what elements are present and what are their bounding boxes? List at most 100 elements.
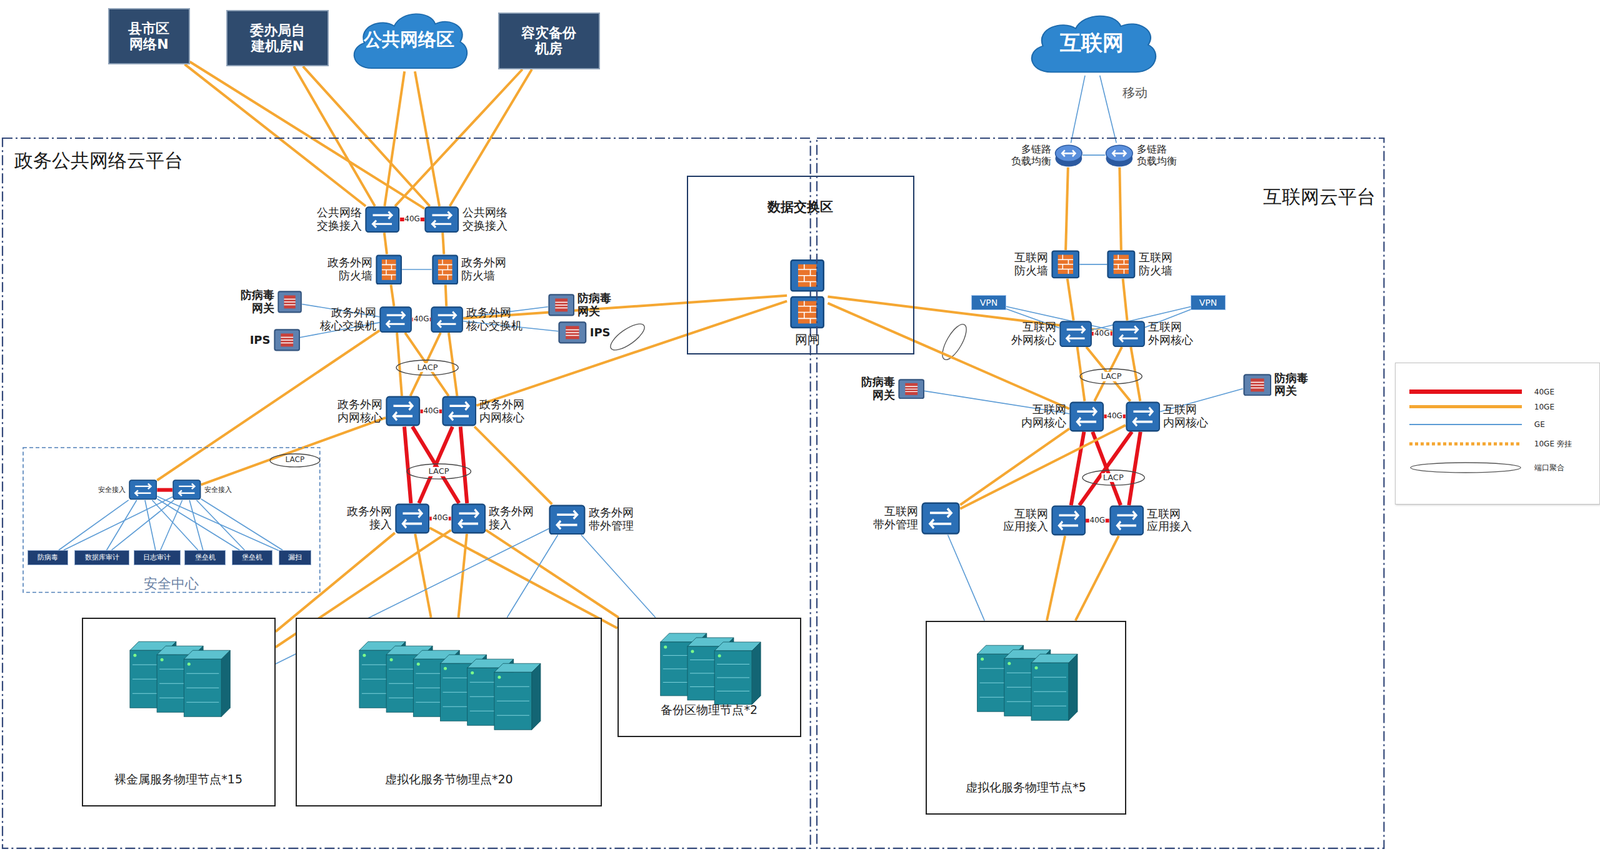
gw-icon-part [558, 321, 587, 344]
node-label: 政务外网 防火墙 [461, 256, 510, 282]
network-cloud: 公共网络区 [346, 8, 472, 72]
node-label: VPN [1199, 297, 1218, 308]
node-label: 防病毒 网关 [857, 375, 895, 402]
fw-icon [1106, 250, 1136, 279]
connector [190, 61, 425, 209]
aggregation-ellipse-line [270, 453, 320, 467]
carrier-label: 移动 [1122, 85, 1148, 100]
security-tool-box: 堡垒机 [184, 550, 225, 565]
node-label: 互联网 防火墙 [1138, 251, 1177, 277]
node-label: 政务外网 接入 [343, 505, 392, 532]
connector [189, 500, 204, 550]
connector [303, 66, 430, 207]
node-label: 互联网 外网核心 [1007, 320, 1057, 347]
node-label: 政务外网 接入 [488, 505, 538, 532]
connector [463, 295, 787, 319]
switch-node: 互联网 外网核心 [1112, 320, 1145, 347]
connector [58, 500, 129, 550]
gw-icon-part [1243, 373, 1272, 397]
server-led [663, 645, 667, 649]
sw-icon-part [458, 509, 479, 528]
sw-icon-part [128, 479, 158, 500]
switch-node: 互联网 外网核心 [1059, 320, 1092, 347]
sw-icon-part [922, 503, 960, 534]
port-aggregation-ellipse [938, 320, 972, 363]
gw-icon-part [278, 291, 302, 313]
connector [111, 500, 174, 550]
aggregation-label: LACP [426, 466, 450, 476]
sw-icon-part [1066, 325, 1085, 342]
sw-icon-part [172, 479, 202, 500]
sw-icon-part [366, 206, 400, 232]
sw-icon-part [395, 503, 430, 534]
zone-title: 安全中心 [22, 575, 321, 592]
connector [827, 303, 1070, 409]
sw-icon [1051, 505, 1087, 536]
connector [160, 500, 183, 550]
node-label: 政务外网 核心交换机 [466, 306, 527, 332]
sw-icon-part [178, 483, 195, 497]
connector [1128, 431, 1140, 506]
connector [1006, 306, 1113, 330]
sw-icon-part [1051, 505, 1087, 536]
server-led [690, 649, 694, 653]
server-led [717, 653, 721, 657]
sw-icon [1112, 320, 1145, 347]
sw-icon-part [438, 311, 457, 327]
connector [429, 527, 617, 629]
legend-text: GE [1534, 420, 1545, 429]
switch-node: 安全接入 [172, 479, 202, 500]
switch-node: 政务外网 核心交换机 [430, 306, 464, 333]
sw-icon [451, 503, 487, 534]
security-tool-box: 堡垒机 [231, 550, 273, 565]
fw-icon [1051, 250, 1080, 279]
sw-icon-part [385, 395, 421, 427]
connector [581, 534, 656, 617]
sw-icon-part [135, 483, 151, 497]
server-led [980, 656, 984, 660]
server-led [416, 661, 420, 665]
gw-icon [558, 321, 587, 344]
zha-icon-part [791, 260, 824, 292]
sw-icon-part [402, 509, 422, 528]
node-label: 多链路 负载均衡 [1007, 143, 1052, 167]
firewall-node: 互联网 防火墙 [1051, 250, 1080, 279]
platform-region: 互联网云平台多链路 负载均衡多链路 负载均衡互联网 防火墙互联网 防火墙VPNV… [816, 137, 1385, 849]
server-slot [1033, 705, 1067, 706]
node-label: 防病毒 [37, 553, 59, 562]
sw-icon [1125, 401, 1161, 432]
fw-icon [375, 254, 402, 285]
zha-icon-part [791, 296, 824, 328]
connector [960, 425, 1126, 509]
aggregation-ellipse-line [406, 463, 471, 479]
rt-icon-part [1112, 150, 1126, 157]
connector [947, 534, 985, 620]
zha-icon-part [786, 258, 828, 330]
sw-icon-part [173, 480, 200, 499]
security-tool-box: 防病毒 [27, 550, 69, 565]
fw-icon-part [1057, 255, 1073, 274]
sw-icon-part [1069, 401, 1105, 432]
gw-icon-part [559, 322, 587, 344]
server-led [363, 653, 367, 657]
server-slot [1033, 690, 1067, 692]
sw-icon-part [431, 306, 463, 332]
sw-icon [128, 479, 158, 500]
sw-icon-part [1059, 320, 1092, 347]
network-cloud: 互联网 [1023, 10, 1161, 75]
sw-icon [548, 504, 586, 535]
gw-icon-part [565, 326, 579, 340]
connector [63, 496, 173, 550]
connector [1123, 278, 1128, 321]
zone-title: 数据交换区 [688, 199, 914, 215]
server-group-box: 虚拟化服务物理节点*5 [925, 620, 1127, 815]
node-label: 政务外网 内网核心 [479, 398, 529, 424]
connector [404, 426, 411, 503]
connector [201, 417, 387, 485]
rt-icon [1054, 143, 1084, 168]
node-label: 互联网 [1058, 30, 1126, 55]
fw-icon [431, 254, 459, 285]
switch-node: 互联网 应用接入 [1109, 505, 1145, 536]
sw-icon-part [373, 211, 393, 227]
node-label: 网闸 [793, 332, 822, 347]
